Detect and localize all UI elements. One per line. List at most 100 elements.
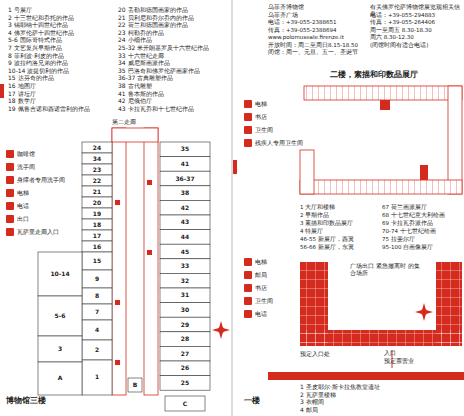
map-shape (448, 86, 462, 194)
legend-text: 残疾人专用卫生间 (255, 139, 303, 146)
room-list-item: 16 地图厅 (8, 82, 116, 89)
legend-icon (6, 202, 14, 210)
legend-icon (244, 258, 252, 266)
room-number: 38 (173, 189, 197, 196)
room-list-item: 4 佛罗伦萨十四世纪作品 (8, 29, 116, 36)
room-list-item: 5-6 国际哥特式作品 (8, 36, 116, 43)
legend-icon (244, 100, 252, 108)
map-shape (115, 300, 120, 305)
room-outline (38, 296, 82, 336)
legend-icon (244, 310, 252, 318)
room-list-item: 67 荷兰画派展厅 (382, 204, 462, 211)
room-outline (160, 288, 210, 303)
info-text: 乌菲齐广场 (268, 12, 364, 19)
room-number: 36-37 (173, 175, 197, 182)
room-list-item: 41 鲁本斯的作品 (118, 90, 228, 97)
map-shape (300, 150, 314, 194)
map-shape (300, 330, 462, 346)
room-number: 18 (85, 221, 109, 228)
legend-text: 邮局 (255, 271, 267, 278)
room-outline (82, 252, 112, 270)
room-outline (38, 362, 82, 395)
room-number: 5-6 (48, 312, 72, 319)
room-number: 30 (173, 306, 197, 313)
map-shape (115, 360, 120, 365)
room-outline (160, 376, 210, 391)
room-list-item: 15 达芬奇的作品 (8, 74, 116, 81)
room-number: 32 (173, 277, 197, 284)
legend-icon (244, 139, 252, 147)
room-outline (82, 164, 112, 175)
legend-text: 咖啡馆 (17, 150, 35, 157)
map-shape (268, 372, 464, 380)
room-list-item: 56-66 新展厅，东翼 (300, 244, 380, 251)
room-list-item: 4 特展厅 (300, 228, 380, 235)
room-outline (160, 186, 210, 201)
room-list-item: 34 威尼斯画派作品 (118, 59, 228, 66)
room-list-item: 75 拉斐尔厅 (382, 236, 462, 243)
room-outline (160, 273, 210, 288)
legend-icon (244, 126, 252, 134)
map-shape (147, 250, 152, 255)
info-text: 周六 8.30-12.30 (370, 34, 462, 41)
room-list-item: 19 佩鲁吉诺和西诺雷利的作品 (8, 105, 116, 112)
room-list-item: 25-32 米开朗基罗及十六世纪作品 (118, 44, 228, 51)
floor-2-plan (300, 86, 462, 194)
room-number: 23 (85, 166, 109, 173)
legend-text: 卫生间 (255, 297, 273, 304)
info-text: 闭馆：周一、元旦、五一、圣诞节 (268, 49, 364, 56)
legend-text: 卫生间 (255, 126, 273, 133)
room-outline (82, 304, 112, 320)
map-note: 广场出口 紧急撤离时 的集合场所 (350, 262, 420, 276)
room-number: 10-14 (48, 270, 72, 277)
compass (212, 321, 230, 339)
room-outline (82, 340, 112, 360)
room-number: 2 (85, 346, 109, 353)
map-shape (112, 128, 158, 142)
room-list-item: 38 古代雕塑 (118, 82, 228, 89)
room-number: 17 (85, 232, 109, 239)
room-number: 41 (173, 160, 197, 167)
room-list-item: 23 柯勒乔的作品 (118, 29, 228, 36)
room-outline (160, 346, 210, 361)
room-outline (160, 361, 210, 376)
room-outline (82, 186, 112, 197)
room-outline (82, 288, 112, 304)
room-number: 21 (85, 188, 109, 195)
room-number: 20 (85, 199, 109, 206)
legend-text: 电话 (255, 310, 267, 317)
map-shape (304, 86, 462, 100)
room-outline (82, 175, 112, 186)
map-note: 入口 (384, 349, 414, 356)
room-list-item: 42 尼俄伯厅 (118, 97, 228, 104)
room-outline (82, 153, 112, 164)
map-shape (0, 84, 4, 98)
room-number: 25 (173, 379, 197, 386)
room-list-item: 33 十六世纪走廊 (118, 52, 228, 59)
room-list-item: 36-37 古典雕塑作品 (118, 74, 228, 81)
room-list-item: 1 大厅和楼梯 (300, 204, 380, 211)
room-number: 7 (85, 308, 109, 315)
room-number: 8 (85, 292, 109, 299)
room-list-item: 3 衣帽间 (300, 398, 460, 405)
legend-text: 瓦萨里走廊入口 (17, 228, 59, 235)
legend-icon (244, 284, 252, 292)
legend-text: 书店 (255, 284, 267, 291)
legend-icon (6, 163, 14, 171)
info-text: 乌菲齐博物馆 (268, 4, 364, 11)
room-outline (160, 200, 210, 215)
room-number: 16 (85, 243, 109, 250)
room-outline (160, 259, 210, 274)
legend-icon (244, 271, 252, 279)
legend-icon (6, 176, 14, 184)
room-number: 19 (85, 210, 109, 217)
map-shape (218, 327, 224, 333)
room-list-item: 35 巴洛奇和佛罗伦萨画家作品 (118, 67, 228, 74)
room-list-item: 2 十三世纪和乔托的作品 (8, 14, 116, 21)
room-list-item: 70-74 十七世纪绘画 (382, 228, 462, 235)
room-outline (160, 317, 210, 332)
room-number: 22 (85, 177, 109, 184)
room-list-item: 4 邮局 (300, 406, 460, 413)
room-outline (82, 241, 112, 252)
info-text: www.polomuseale.firenze.it (268, 34, 364, 41)
